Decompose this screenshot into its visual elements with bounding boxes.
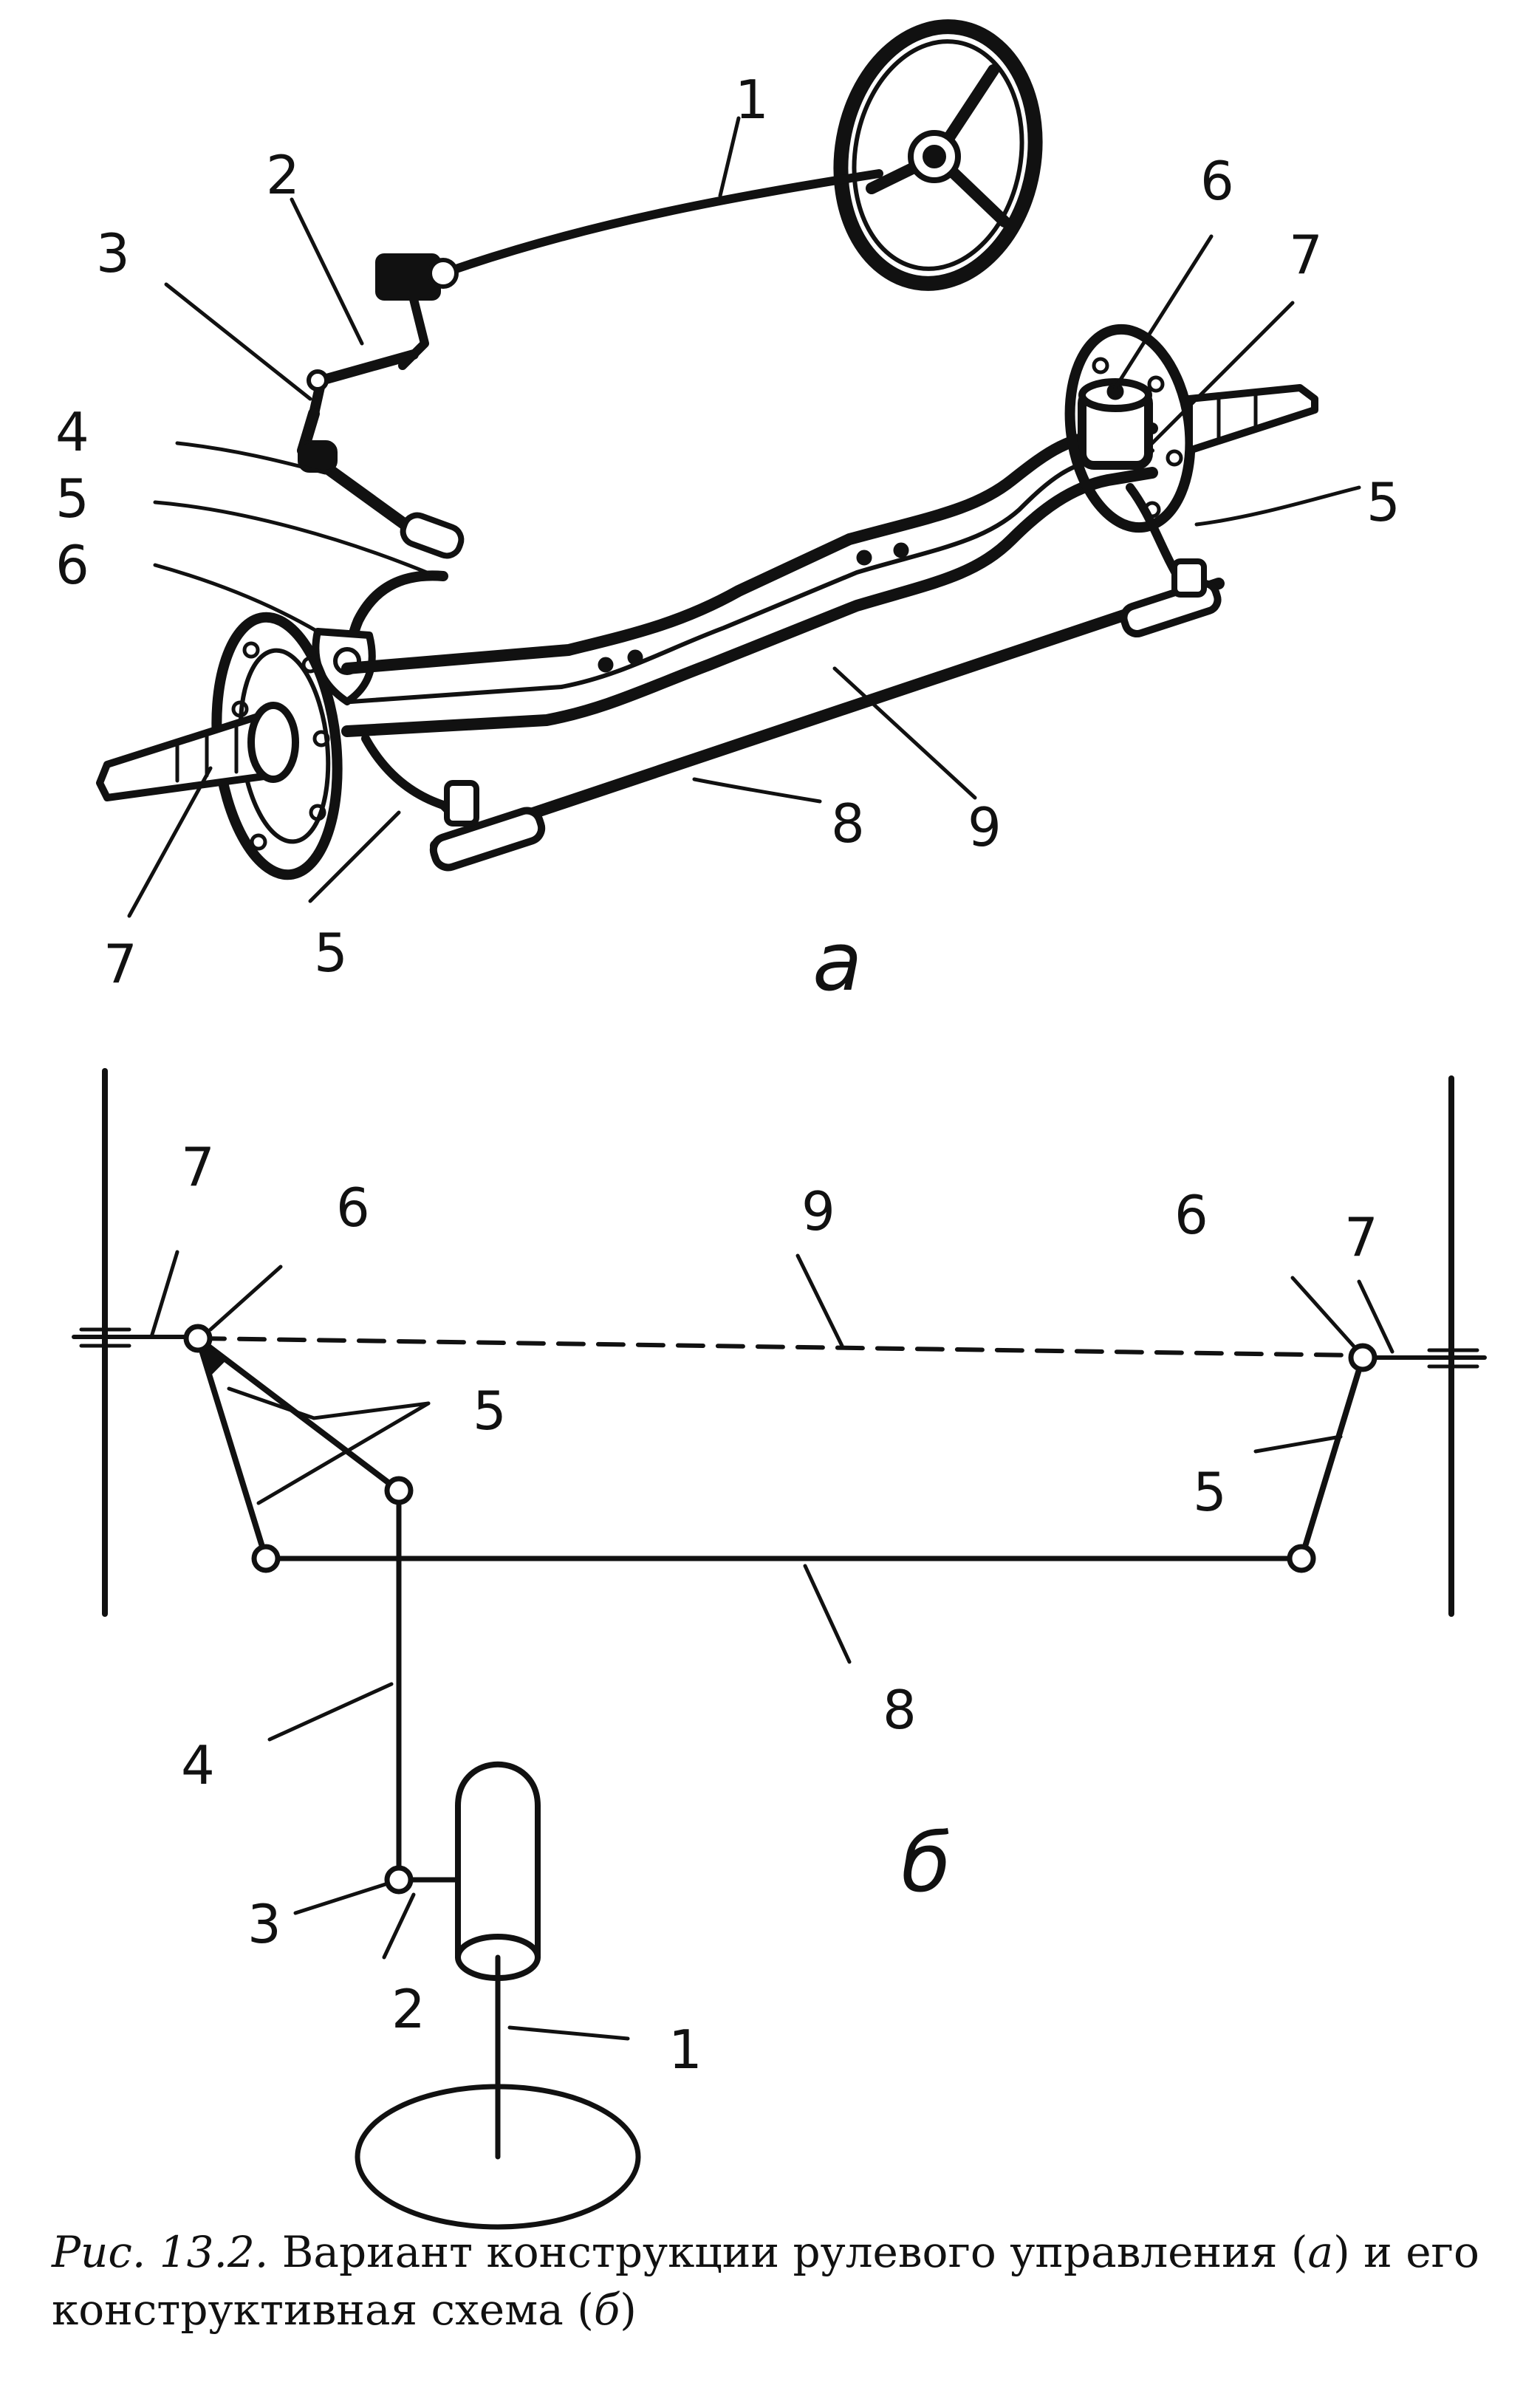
steering-wheel (833, 19, 1043, 291)
label-b-3: 3 (247, 1893, 281, 1955)
tie-rod (429, 578, 1225, 872)
label-b-2: 2 (391, 1978, 425, 2040)
joints (183, 1324, 1378, 1895)
figure-caption: Рис. 13.2. Вариант конструкции рулевого … (52, 2223, 1499, 2338)
label-a-5-right: 5 (1366, 471, 1400, 533)
steering-column (439, 169, 883, 278)
panel-a-leaders (127, 116, 1361, 918)
caption-text-3: ) (620, 2285, 637, 2335)
label-b-7-left: 7 (181, 1136, 215, 1198)
left-spindle (96, 702, 299, 801)
label-a-1: 1 (735, 69, 769, 131)
joint-left-knuckle (183, 1324, 213, 1353)
caption-text-2: ) и его конструктивная схема ( (52, 2227, 1479, 2335)
axle-beam-dashed (197, 1336, 1361, 1358)
label-a-8: 8 (831, 793, 865, 855)
label-a-9: 9 (968, 796, 1002, 858)
right-hub-mark (1427, 1348, 1479, 1369)
left-hub-mark (79, 1327, 131, 1348)
right-spindle (1185, 384, 1318, 454)
left-lower-steering-arm (361, 734, 462, 824)
right-knuckle (1078, 378, 1153, 470)
label-b-4: 4 (181, 1734, 215, 1796)
label-a-6-right: 6 (1200, 150, 1234, 212)
label-a-2: 2 (266, 144, 300, 206)
caption-text-1: Вариант конструкции рулевого управления … (268, 2227, 1308, 2277)
panel-b-leaders (149, 1250, 1394, 2041)
joint-right-tie (1287, 1544, 1316, 1573)
sublabel-b: б (901, 1816, 951, 1910)
label-b-9: 9 (801, 1180, 835, 1242)
label-b-1: 1 (668, 2019, 702, 2081)
panel-b-labels: 7 6 9 6 7 5 5 8 4 3 2 1 б (181, 1136, 1378, 2081)
label-a-7-right: 7 (1289, 224, 1323, 286)
label-a-7-left: 7 (103, 933, 137, 995)
caption-mark-a: а (1307, 2227, 1334, 2277)
steering-gear (375, 253, 459, 370)
left-steering-knuckle (312, 570, 448, 705)
steering-gear-cylinder (455, 1761, 541, 1981)
label-b-8: 8 (883, 1679, 917, 1741)
caption-mark-b: б (593, 2285, 620, 2335)
panel-b-schematic (72, 1068, 1487, 2230)
left-ball-joint (444, 780, 479, 827)
steering-wheel-schematic (355, 2084, 641, 2230)
panel-a-labels: 1 2 3 4 5 6 6 7 5 7 5 8 9 а (55, 69, 1400, 1009)
right-steering-arm (1298, 1355, 1366, 1561)
joint-arm-drag (384, 1476, 414, 1505)
label-b-6-right: 6 (1174, 1184, 1208, 1246)
caption-figure-number: Рис. 13.2. (52, 2227, 269, 2277)
label-b-7-right: 7 (1344, 1206, 1378, 1268)
joint-pitman (384, 1865, 414, 1895)
label-a-3: 3 (96, 222, 130, 284)
label-a-5-left: 5 (55, 468, 89, 530)
joint-left-tie (251, 1544, 281, 1573)
panel-a-drawing (96, 19, 1361, 918)
label-b-5-right: 5 (1193, 1461, 1227, 1523)
axle-beam (341, 422, 1158, 737)
label-a-6-left: 6 (55, 534, 89, 596)
label-a-4: 4 (55, 401, 89, 463)
right-ball-joint (1171, 558, 1207, 598)
label-b-5-upper: 5 (473, 1380, 507, 1442)
left-steering-arm-lower (195, 1335, 269, 1561)
label-b-6-left: 6 (336, 1177, 370, 1239)
joint-right-knuckle (1348, 1343, 1378, 1372)
sublabel-a: а (812, 914, 862, 1009)
pitman-arm (307, 349, 419, 419)
label-a-5-bottom: 5 (314, 922, 348, 984)
